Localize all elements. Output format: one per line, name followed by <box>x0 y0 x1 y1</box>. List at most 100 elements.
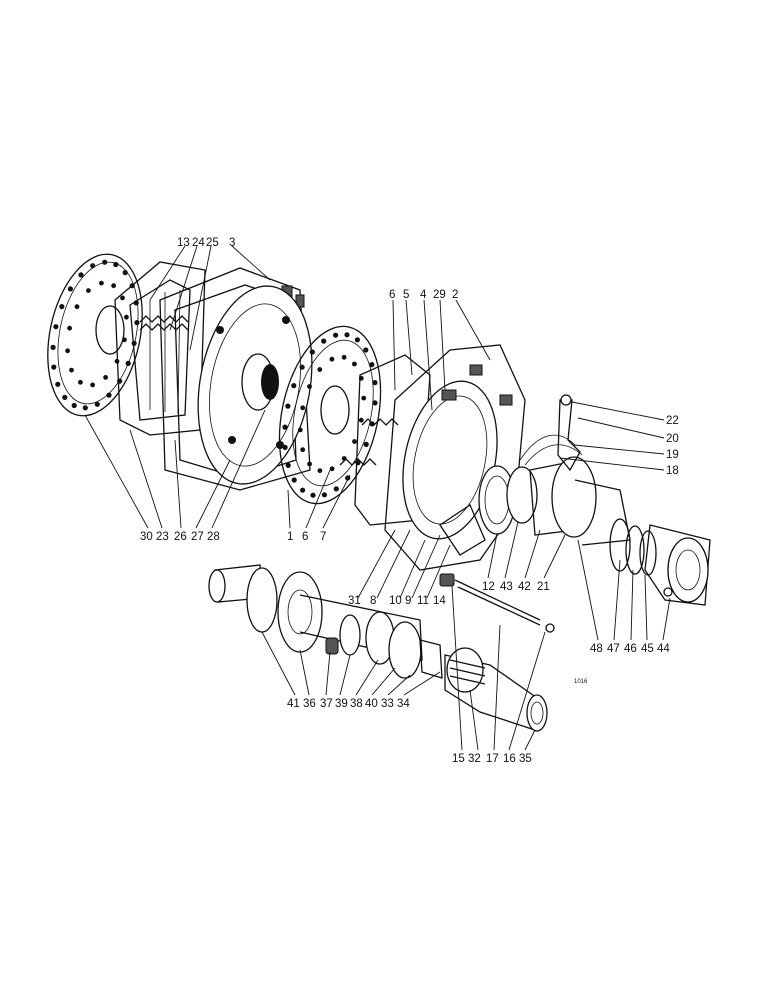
disc-rivet-hole <box>307 461 312 467</box>
disc-rivet-hole <box>333 486 339 492</box>
disc-rivet-hole <box>300 447 306 453</box>
part-label-34: 34 <box>397 698 410 710</box>
disc-rivet-hole <box>285 462 291 468</box>
part-label-31: 31 <box>348 595 361 607</box>
disc-rivet-hole <box>53 324 59 330</box>
part-label-27: 27 <box>191 531 204 543</box>
part-label-46: 46 <box>624 643 637 655</box>
disc-rivet-hole <box>317 367 323 372</box>
disc-rivet-hole <box>78 379 83 385</box>
disc-rivet-hole <box>363 441 369 447</box>
disc-rivet-hole <box>59 304 65 310</box>
disc-rivet-hole <box>300 487 306 493</box>
disc-rivet-hole <box>94 401 100 407</box>
part-label-43: 43 <box>500 581 513 593</box>
part-label-21: 21 <box>537 581 550 593</box>
disc-rivet-hole <box>372 380 378 386</box>
part-label-40: 40 <box>365 698 378 710</box>
disc-rivet-hole <box>65 348 70 354</box>
part-number-labels: 13 24 25 3 6 5 4 29 2 22 20 19 18 30 23 … <box>140 237 679 765</box>
disc-rivet-hole <box>120 295 125 301</box>
part-label-6-top: 6 <box>389 289 395 301</box>
disc-rivet-hole <box>124 314 129 320</box>
disc-rivet-hole <box>369 362 375 368</box>
disc-rivet-hole <box>99 280 104 286</box>
part-label-18: 18 <box>666 465 679 477</box>
part-label-3: 3 <box>229 237 235 249</box>
disc-rivet-hole <box>354 337 360 343</box>
figure-code: 1016 <box>574 679 588 685</box>
friction-plate <box>197 285 313 485</box>
part-label-2: 2 <box>452 289 458 301</box>
disc-rivet-hole <box>103 375 108 380</box>
disc-rivet-hole <box>361 395 367 401</box>
disc-rivet-hole <box>333 332 339 338</box>
disc-rivet-hole <box>282 424 288 430</box>
disc-rivet-hole <box>358 417 364 423</box>
part-label-14: 14 <box>433 595 446 607</box>
part-label-39: 39 <box>335 698 348 710</box>
disc-rivet-hole <box>309 349 315 355</box>
part-label-19: 19 <box>666 449 679 461</box>
part-label-32: 32 <box>468 753 481 765</box>
disc-rivet-hole <box>329 466 335 472</box>
part-label-5: 5 <box>403 289 409 301</box>
disc-rivet-hole <box>134 320 140 326</box>
disc-rivet-hole <box>111 283 116 289</box>
disc-rivet-hole <box>363 347 369 353</box>
clutch-spring-center <box>339 418 399 466</box>
part-label-1: 1 <box>287 531 293 543</box>
part-label-36: 36 <box>303 698 316 710</box>
disc-rivet-hole <box>372 400 378 406</box>
disc-rivet-hole <box>299 364 305 370</box>
part-label-11: 11 <box>417 595 429 607</box>
disc-rivet-hole <box>125 360 131 366</box>
disc-rivet-hole <box>291 383 297 389</box>
part-label-28: 28 <box>207 531 220 543</box>
disc-rivet-hole <box>297 427 303 433</box>
disc-rivet-hole <box>329 356 335 362</box>
disc-rivet-hole <box>282 444 288 450</box>
disc-rivet-hole <box>291 477 297 483</box>
part-label-24: 24 <box>192 237 205 249</box>
disc-rivet-hole <box>90 263 96 269</box>
clutch-driven-disc-center <box>278 325 382 505</box>
disc-rivet-hole <box>55 381 61 387</box>
disc-rivet-hole <box>341 354 347 360</box>
part-label-35: 35 <box>519 753 532 765</box>
disc-rivet-hole <box>69 367 74 373</box>
part-label-42: 42 <box>518 581 531 593</box>
part-label-30: 30 <box>140 531 153 543</box>
release-bearing-assembly <box>478 456 631 546</box>
part-label-45: 45 <box>641 643 654 655</box>
disc-rivet-hole <box>122 270 128 276</box>
disc-rivet-hole <box>352 439 357 444</box>
disc-rivet-hole <box>122 337 127 343</box>
disc-rivet-hole <box>67 286 73 292</box>
part-label-41: 41 <box>287 698 300 710</box>
part-label-9: 9 <box>405 595 411 607</box>
disc-rivet-hole <box>321 338 327 344</box>
part-label-12: 12 <box>482 581 495 593</box>
part-label-23: 23 <box>156 531 169 543</box>
part-label-15: 15 <box>452 753 465 765</box>
part-label-7: 7 <box>320 531 326 543</box>
release-lever <box>519 394 583 472</box>
clutch-spring-left <box>139 315 189 331</box>
part-label-10: 10 <box>389 595 402 607</box>
bearing-housing <box>609 518 711 606</box>
part-label-33: 33 <box>381 698 394 710</box>
part-label-20: 20 <box>666 433 679 445</box>
part-label-29: 29 <box>433 289 446 301</box>
disc-rivet-hole <box>113 261 119 268</box>
disc-rivet-hole <box>285 403 291 409</box>
main-shaft-assembly <box>208 564 548 732</box>
part-label-4: 4 <box>420 289 427 301</box>
disc-rivet-hole <box>74 304 80 310</box>
part-label-48: 48 <box>590 643 603 655</box>
disc-rivet-hole <box>310 492 316 498</box>
part-label-16: 16 <box>503 753 516 765</box>
disc-rivet-hole <box>50 344 56 350</box>
disc-rivet-hole <box>321 492 327 498</box>
disc-rivet-hole <box>90 382 95 388</box>
